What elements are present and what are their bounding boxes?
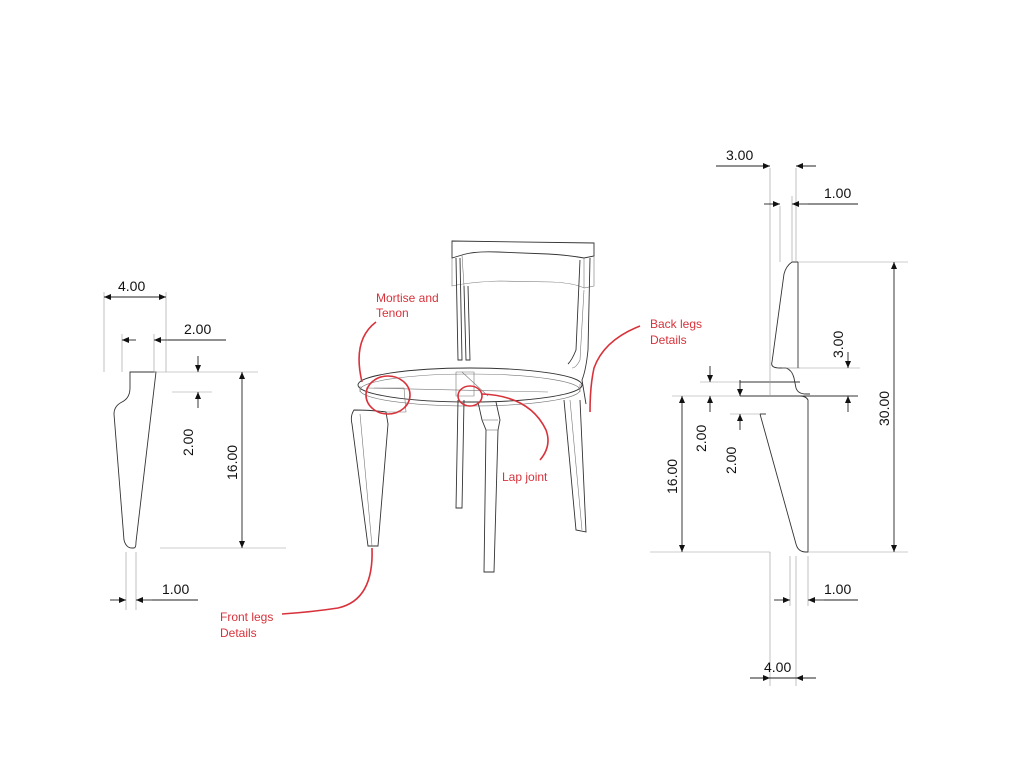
- dim-back-total-height: 30.00: [876, 391, 892, 426]
- mortise-tenon-marker: [365, 375, 411, 415]
- label-mortise-line1: Mortise and: [376, 291, 439, 305]
- dim-back-top-width: 3.00: [726, 147, 753, 163]
- back-leg-detail: 3.00 1.00 3.00 30.00 2.00 2.00 16.00 1.0…: [650, 147, 908, 686]
- dim-front-top-width: 4.00: [118, 278, 145, 294]
- label-front-legs-line2: Details: [220, 626, 257, 640]
- label-front-legs-line1: Front legs: [220, 610, 273, 624]
- label-back-legs-line2: Details: [650, 333, 687, 347]
- dim-back-seat-gap: 3.00: [830, 331, 846, 358]
- annotation-markers: [281, 321, 641, 615]
- chair-front-left-leg: [350, 409, 389, 547]
- dim-back-foot-thickness: 1.00: [824, 581, 851, 597]
- chair-backrest: [451, 240, 595, 259]
- dim-front-shoulder: 2.00: [180, 429, 196, 456]
- label-back-legs-line1: Back legs: [650, 317, 702, 331]
- front-leg-profile: [113, 371, 157, 549]
- label-lap-joint: Lap joint: [502, 470, 548, 484]
- chair-seat: [357, 367, 583, 403]
- dim-back-notch-2: 2.00: [723, 447, 739, 474]
- dim-back-lower-height: 16.00: [664, 459, 680, 494]
- dim-front-neck-width: 2.00: [184, 321, 211, 337]
- dim-front-foot-width: 1.00: [162, 581, 189, 597]
- dim-front-height: 16.00: [224, 445, 240, 480]
- chair-front-right-leg: [477, 401, 501, 573]
- back-leg-lower-profile: [759, 395, 809, 553]
- dim-back-base-width: 4.00: [764, 659, 791, 675]
- label-mortise-line2: Tenon: [376, 306, 409, 320]
- back-leg-upper-profile: [771, 261, 810, 395]
- front-leg-detail: 4.00 2.00 2.00 16.00 1.00: [103, 278, 286, 610]
- lap-joint-marker: [457, 385, 483, 407]
- annotation-labels: Mortise and Tenon Back legs Details Lap …: [220, 291, 702, 640]
- dim-back-top-thickness: 1.00: [824, 185, 851, 201]
- dim-back-notch-1: 2.00: [693, 425, 709, 452]
